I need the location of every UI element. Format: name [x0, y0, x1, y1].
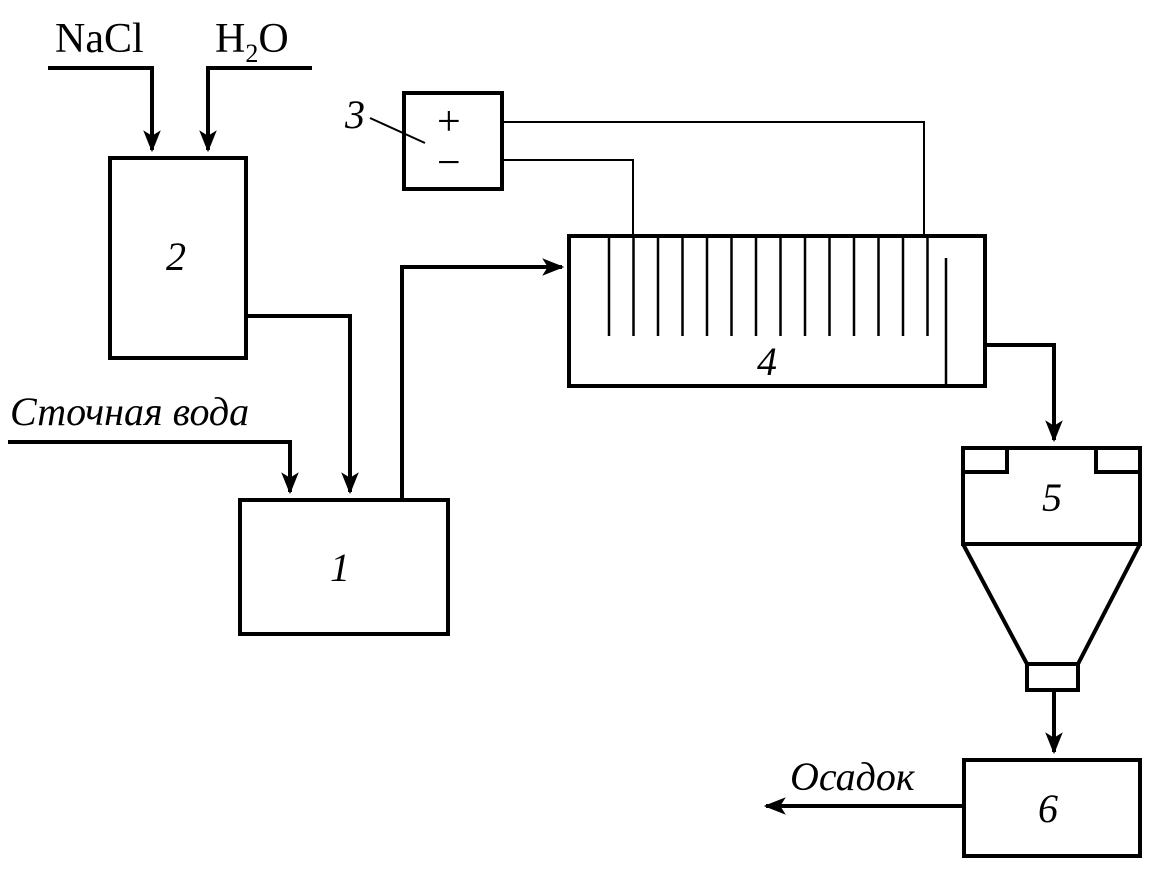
plus-sign: +	[437, 99, 461, 145]
wastewater-feed-line	[8, 440, 299, 495]
unit-3-leader-line	[369, 117, 426, 144]
sludge-label: Осадок	[790, 754, 915, 799]
unit-4-box	[567, 234, 987, 388]
unit-5-box	[961, 446, 1142, 546]
unit-5-outlet	[1025, 662, 1080, 692]
unit2-to-unit1-line	[246, 314, 359, 495]
unit-3-number: 3	[344, 92, 365, 137]
unit-4-number: 4	[757, 339, 777, 384]
water-label: H2O	[215, 16, 289, 68]
minus-sign: −	[437, 140, 461, 186]
electrode-plates	[607, 236, 929, 336]
unit-1-number: 1	[330, 545, 350, 590]
unit-5-number: 5	[1042, 475, 1062, 520]
unit4-to-unit5-line	[985, 343, 1063, 443]
positive-wire	[502, 121, 925, 236]
unit-1-box	[238, 498, 450, 636]
unit-2-number: 2	[166, 234, 186, 279]
unit-3-power-source	[402, 91, 504, 191]
nacl-label: NaCl	[55, 16, 144, 62]
unit-2-box	[108, 156, 248, 360]
unit1-to-unit4-line	[400, 258, 565, 500]
unit-6-number: 6	[1038, 786, 1058, 831]
unit-5-hopper	[961, 543, 1142, 666]
negative-wire	[502, 159, 634, 236]
nacl-feed-line	[48, 66, 161, 153]
water-feed-line	[199, 66, 312, 153]
unit-5-right-tray	[1094, 446, 1142, 474]
unit-5-left-tray	[961, 446, 1009, 474]
wastewater-label: Сточная вода	[10, 389, 249, 434]
